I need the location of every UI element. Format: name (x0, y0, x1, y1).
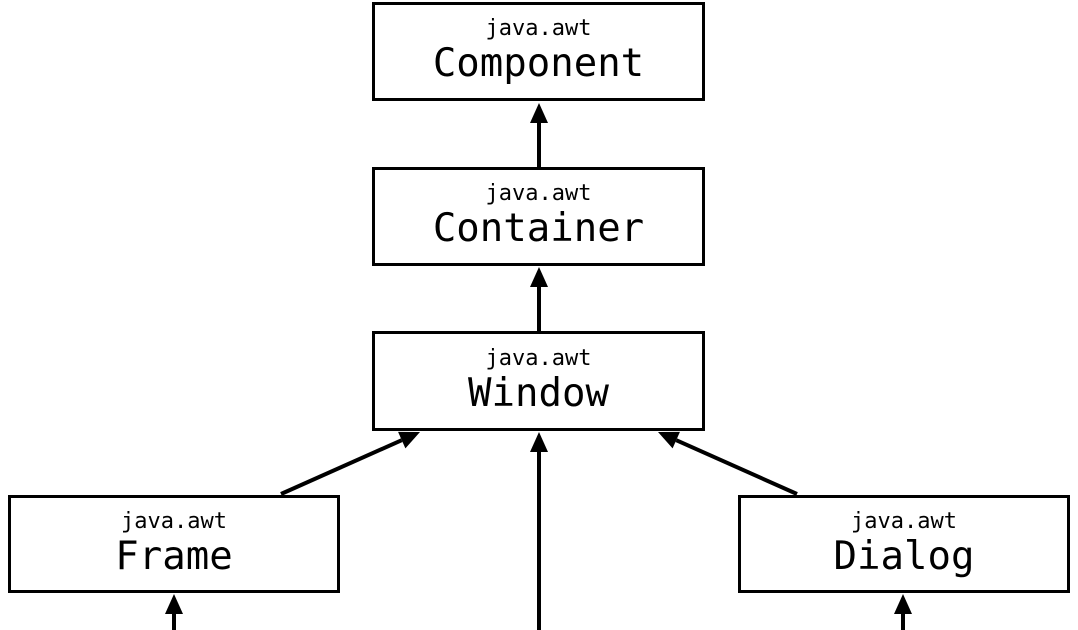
class-name-window: Window (468, 370, 609, 416)
arrowhead-icon (530, 267, 548, 287)
class-name-frame: Frame (115, 533, 233, 579)
arrowhead-icon (530, 103, 548, 123)
class-box-frame[interactable]: java.awt Frame (8, 495, 340, 593)
arrowhead-icon (894, 594, 912, 614)
class-name-container: Container (432, 206, 645, 252)
class-box-window[interactable]: java.awt Window (372, 331, 705, 431)
class-box-container[interactable]: java.awt Container (372, 167, 705, 266)
arrowhead-icon (530, 432, 548, 452)
edge-line (280, 438, 403, 496)
package-label-frame: java.awt (121, 508, 227, 534)
class-box-dialog[interactable]: java.awt Dialog (738, 495, 1070, 593)
edge-line (675, 438, 798, 496)
package-label-window: java.awt (485, 345, 592, 371)
arrowhead-icon (398, 431, 420, 449)
package-label-container: java.awt (485, 181, 592, 207)
class-name-dialog: Dialog (833, 533, 975, 579)
arrowhead-icon (658, 431, 680, 449)
class-name-component: Component (432, 41, 645, 87)
class-box-component[interactable]: java.awt Component (372, 2, 705, 101)
arrowhead-icon (165, 594, 183, 614)
package-label-component: java.awt (485, 16, 592, 42)
package-label-dialog: java.awt (851, 508, 957, 534)
